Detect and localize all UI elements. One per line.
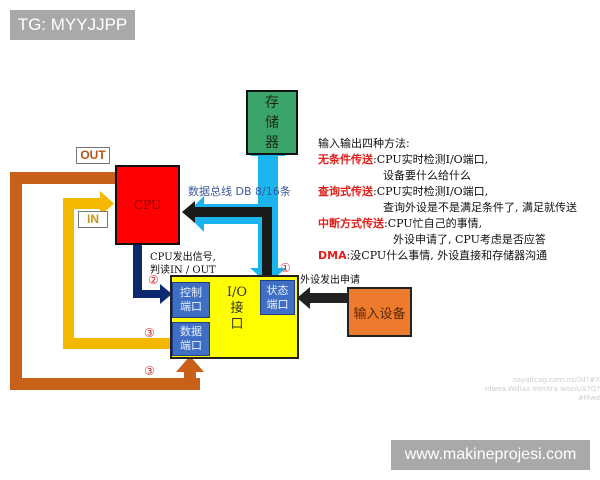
status-port-label-1: 状态 (266, 283, 289, 297)
method-3-name: 中断方式传送 (318, 217, 384, 230)
data-bus-label: 数据总线 DB 8/16条 (188, 185, 291, 198)
faint-source-watermark: nayaitcag.com.ns/0d?#X rdwea.Wdlaa mmitr… (478, 376, 600, 403)
step-1-marker: ① (280, 261, 291, 275)
method-4-desc1: :没CPU什么事情, 外设直接和存储器沟通 (346, 249, 548, 262)
device-request-label: 外设发出申请 (300, 275, 360, 286)
method-1: 无条件传送:CPU实时检测I/O端口, (318, 152, 577, 168)
data-port-label-2: 端口 (180, 339, 202, 352)
cpu-signal-line1: CPU发出信号, (150, 252, 216, 263)
memory-block: 存 储 器 (246, 90, 298, 155)
method-4-name: DMA (318, 249, 347, 262)
cpu-label: CPU (133, 198, 162, 212)
control-port-label-1: 控制 (180, 286, 202, 299)
method-3: 中断方式传送:CPU忙自己的事情, (318, 216, 577, 232)
step-2-marker: ② (148, 273, 159, 287)
faint-source-line2: rdwea.Wdlaa mmitra woeA/A7Q?#Mwd (484, 385, 600, 402)
control-port: 控制 端口 (172, 282, 210, 318)
input-device-block: 输入设备 (347, 287, 412, 337)
bottom-site-watermark: www.makineprojesi.com (391, 440, 590, 470)
in-label: IN (78, 211, 108, 228)
method-2-desc1: :CPU实时检测I/O端口, (373, 185, 489, 198)
step-3b-marker: ③ (144, 364, 155, 378)
method-1-desc2: 设备要什么给什么 (383, 169, 471, 182)
data-port: 数据 端口 (172, 322, 210, 356)
top-watermark-tag: TG: MYYJJPP (10, 10, 135, 40)
status-line-arrow (182, 201, 272, 281)
method-1-name: 无条件传送 (318, 153, 373, 166)
memory-label-3: 器 (265, 134, 279, 151)
cpu-block: CPU (115, 165, 180, 245)
control-line-arrow (133, 245, 172, 304)
io-label-1: I/O (226, 285, 248, 300)
method-2: 查询式传送:CPU实时检测I/O端口, (318, 184, 577, 200)
memory-label-2: 储 (265, 114, 279, 131)
method-3-desc2: 外设申请了, CPU考虑是否应答 (393, 233, 546, 246)
methods-title: 输入输出四种方法: (318, 137, 410, 150)
input-device-label: 输入设备 (353, 306, 406, 322)
out-path-arrow (10, 172, 204, 390)
in-path-arrow (63, 191, 172, 349)
io-label-3: 口 (230, 317, 244, 332)
method-3-desc1: :CPU忙自己的事情, (384, 217, 483, 230)
io-label-2: 接 (230, 301, 244, 316)
memory-label-1: 存 (265, 94, 279, 111)
methods-text-block: 输入输出四种方法: 无条件传送:CPU实时检测I/O端口, 设备要什么给什么 查… (318, 136, 577, 264)
step-3a-marker: ③ (144, 326, 155, 340)
device-request-arrow (297, 287, 348, 309)
status-port-label-2: 端口 (266, 297, 289, 311)
faint-source-line1: nayaitcag.com.ns/0d?#X (512, 376, 600, 384)
status-port: 状态 端口 (260, 280, 295, 315)
control-port-label-2: 端口 (180, 300, 202, 313)
method-2-name: 查询式传送 (318, 185, 373, 198)
data-port-label-1: 数据 (180, 325, 202, 338)
cpu-signal-label: CPU发出信号, 判读IN / OUT (150, 251, 216, 277)
io-interface-label: I/O 接 口 (222, 285, 252, 333)
cpu-signal-line2: 判读IN / OUT (150, 265, 216, 276)
method-1-desc1: :CPU实时检测I/O端口, (373, 153, 489, 166)
method-4: DMA:没CPU什么事情, 外设直接和存储器沟通 (318, 248, 577, 264)
out-label: OUT (76, 147, 110, 164)
method-2-desc2: 查询外设是不是满足条件了, 满足就传送 (383, 201, 577, 214)
